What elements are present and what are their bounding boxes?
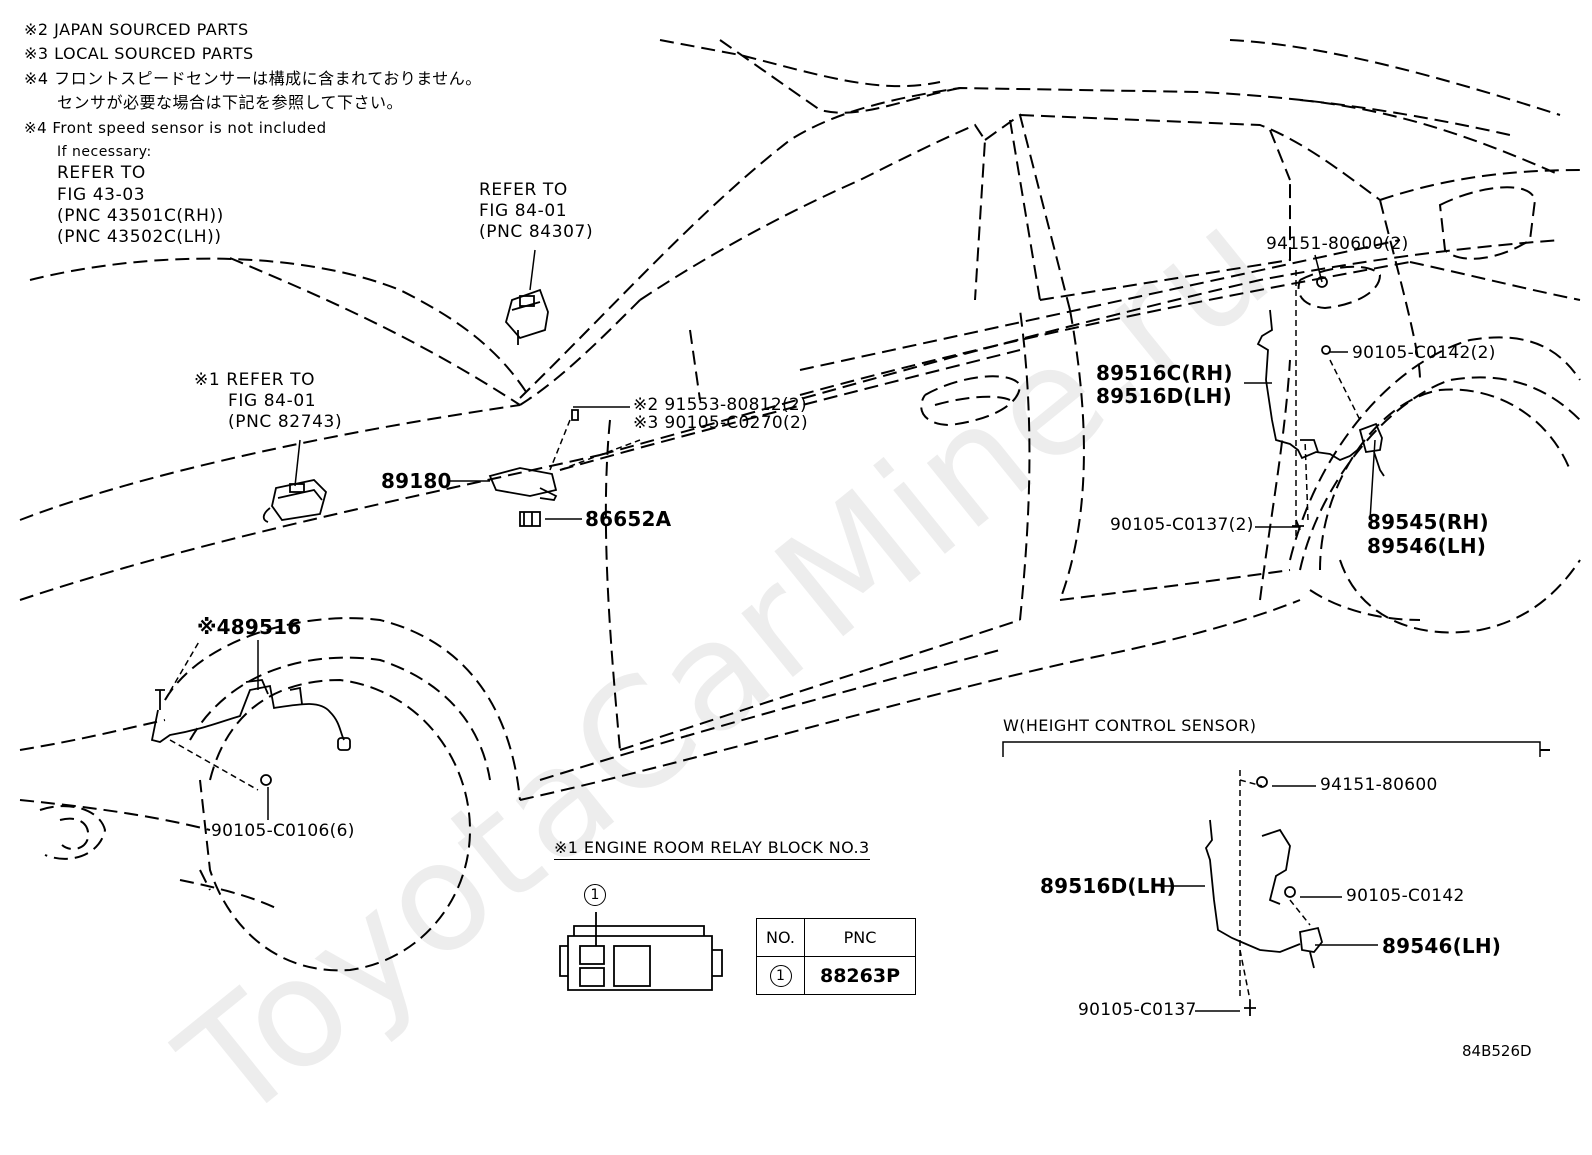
ref-84307-line-3: (PNC 84307) — [479, 222, 594, 242]
part-89545-rh: 89545(RH) — [1367, 510, 1489, 534]
note-4-japanese-line-2: センサが必要な場合は下記を参照して下さい。 — [57, 93, 404, 112]
table-cell-no-value: 1 — [769, 964, 792, 987]
part-86652a: 86652A — [585, 507, 672, 531]
part-94151-80600-rear: 94151-80600(2) — [1266, 234, 1409, 254]
note-4-pnc-lh: (PNC 43502C(LH)) — [57, 227, 222, 247]
part-90105-c0142-rear: 90105-C0142(2) — [1352, 343, 1496, 363]
note-4-pnc-rh: (PNC 43501C(RH)) — [57, 206, 224, 226]
part-89516c-rh: 89516C(RH) — [1096, 361, 1233, 385]
ref-84307-line-1: REFER TO — [479, 180, 568, 200]
hc-part-90105-c0142: 90105-C0142 — [1346, 886, 1465, 906]
diagram-code: 84B526D — [1462, 1042, 1532, 1060]
table-cell-no: 1 — [756, 956, 805, 995]
ref-82743-line-3: (PNC 82743) — [228, 412, 343, 432]
part-89516: ※489516 — [197, 615, 302, 639]
relay-block-callout: 1 — [584, 884, 606, 906]
note-japan-sourced: ※2 JAPAN SOURCED PARTS — [24, 20, 249, 39]
table-header-row: NO. PNC — [756, 918, 916, 957]
part-89546-lh: 89546(LH) — [1367, 534, 1487, 558]
part-89180: 89180 — [381, 469, 452, 493]
hc-part-89516d-lh: 89516D(LH) — [1040, 874, 1176, 898]
height-control-caption: W(HEIGHT CONTROL SENSOR) — [1003, 716, 1257, 735]
table-header-pnc: PNC — [804, 918, 916, 957]
note-4-japanese-line-1: ※4 フロントスピードセンサーは構成に含まれておりません。 — [24, 69, 482, 88]
hc-part-89546-lh: 89546(LH) — [1382, 934, 1502, 958]
pnc-table: NO. PNC 1 88263P — [756, 918, 916, 995]
part-90105-c0270: ※3 90105-C0270(2) — [633, 413, 808, 433]
ref-84307-line-2: FIG 84-01 — [479, 201, 568, 221]
ref-82743-line-1: ※1 REFER TO — [194, 370, 316, 390]
hc-part-94151-80600: 94151-80600 — [1320, 775, 1438, 795]
note-4-fig: FIG 43-03 — [57, 185, 146, 205]
relay-block-caption: ※1 ENGINE ROOM RELAY BLOCK NO.3 — [554, 840, 870, 860]
hc-part-90105-c0137: 90105-C0137 — [1078, 1000, 1197, 1020]
table-cell-pnc: 88263P — [804, 956, 916, 995]
parts-diagram: ToyotaCarMine.ru — [19, 20, 1581, 1155]
part-91553-80812: ※2 91553-80812(2) — [633, 395, 807, 415]
callout-number: 1 — [584, 884, 606, 906]
table-row: 1 88263P — [756, 956, 916, 995]
part-89516d-lh: 89516D(LH) — [1096, 384, 1232, 408]
note-4-english-line-1: ※4 Front speed sensor is not included — [24, 119, 327, 137]
note-4-refer-to: REFER TO — [57, 163, 146, 183]
part-90105-c0137-rear: 90105-C0137(2) — [1110, 515, 1254, 535]
table-header-no: NO. — [756, 918, 805, 957]
note-local-sourced: ※3 LOCAL SOURCED PARTS — [24, 44, 254, 63]
ref-82743-line-2: FIG 84-01 — [228, 391, 317, 411]
vehicle-outline-drawing — [19, 39, 1581, 1016]
note-4-english-line-2: If necessary: — [57, 144, 152, 160]
part-90105-c0106: 90105-C0106(6) — [211, 821, 355, 841]
